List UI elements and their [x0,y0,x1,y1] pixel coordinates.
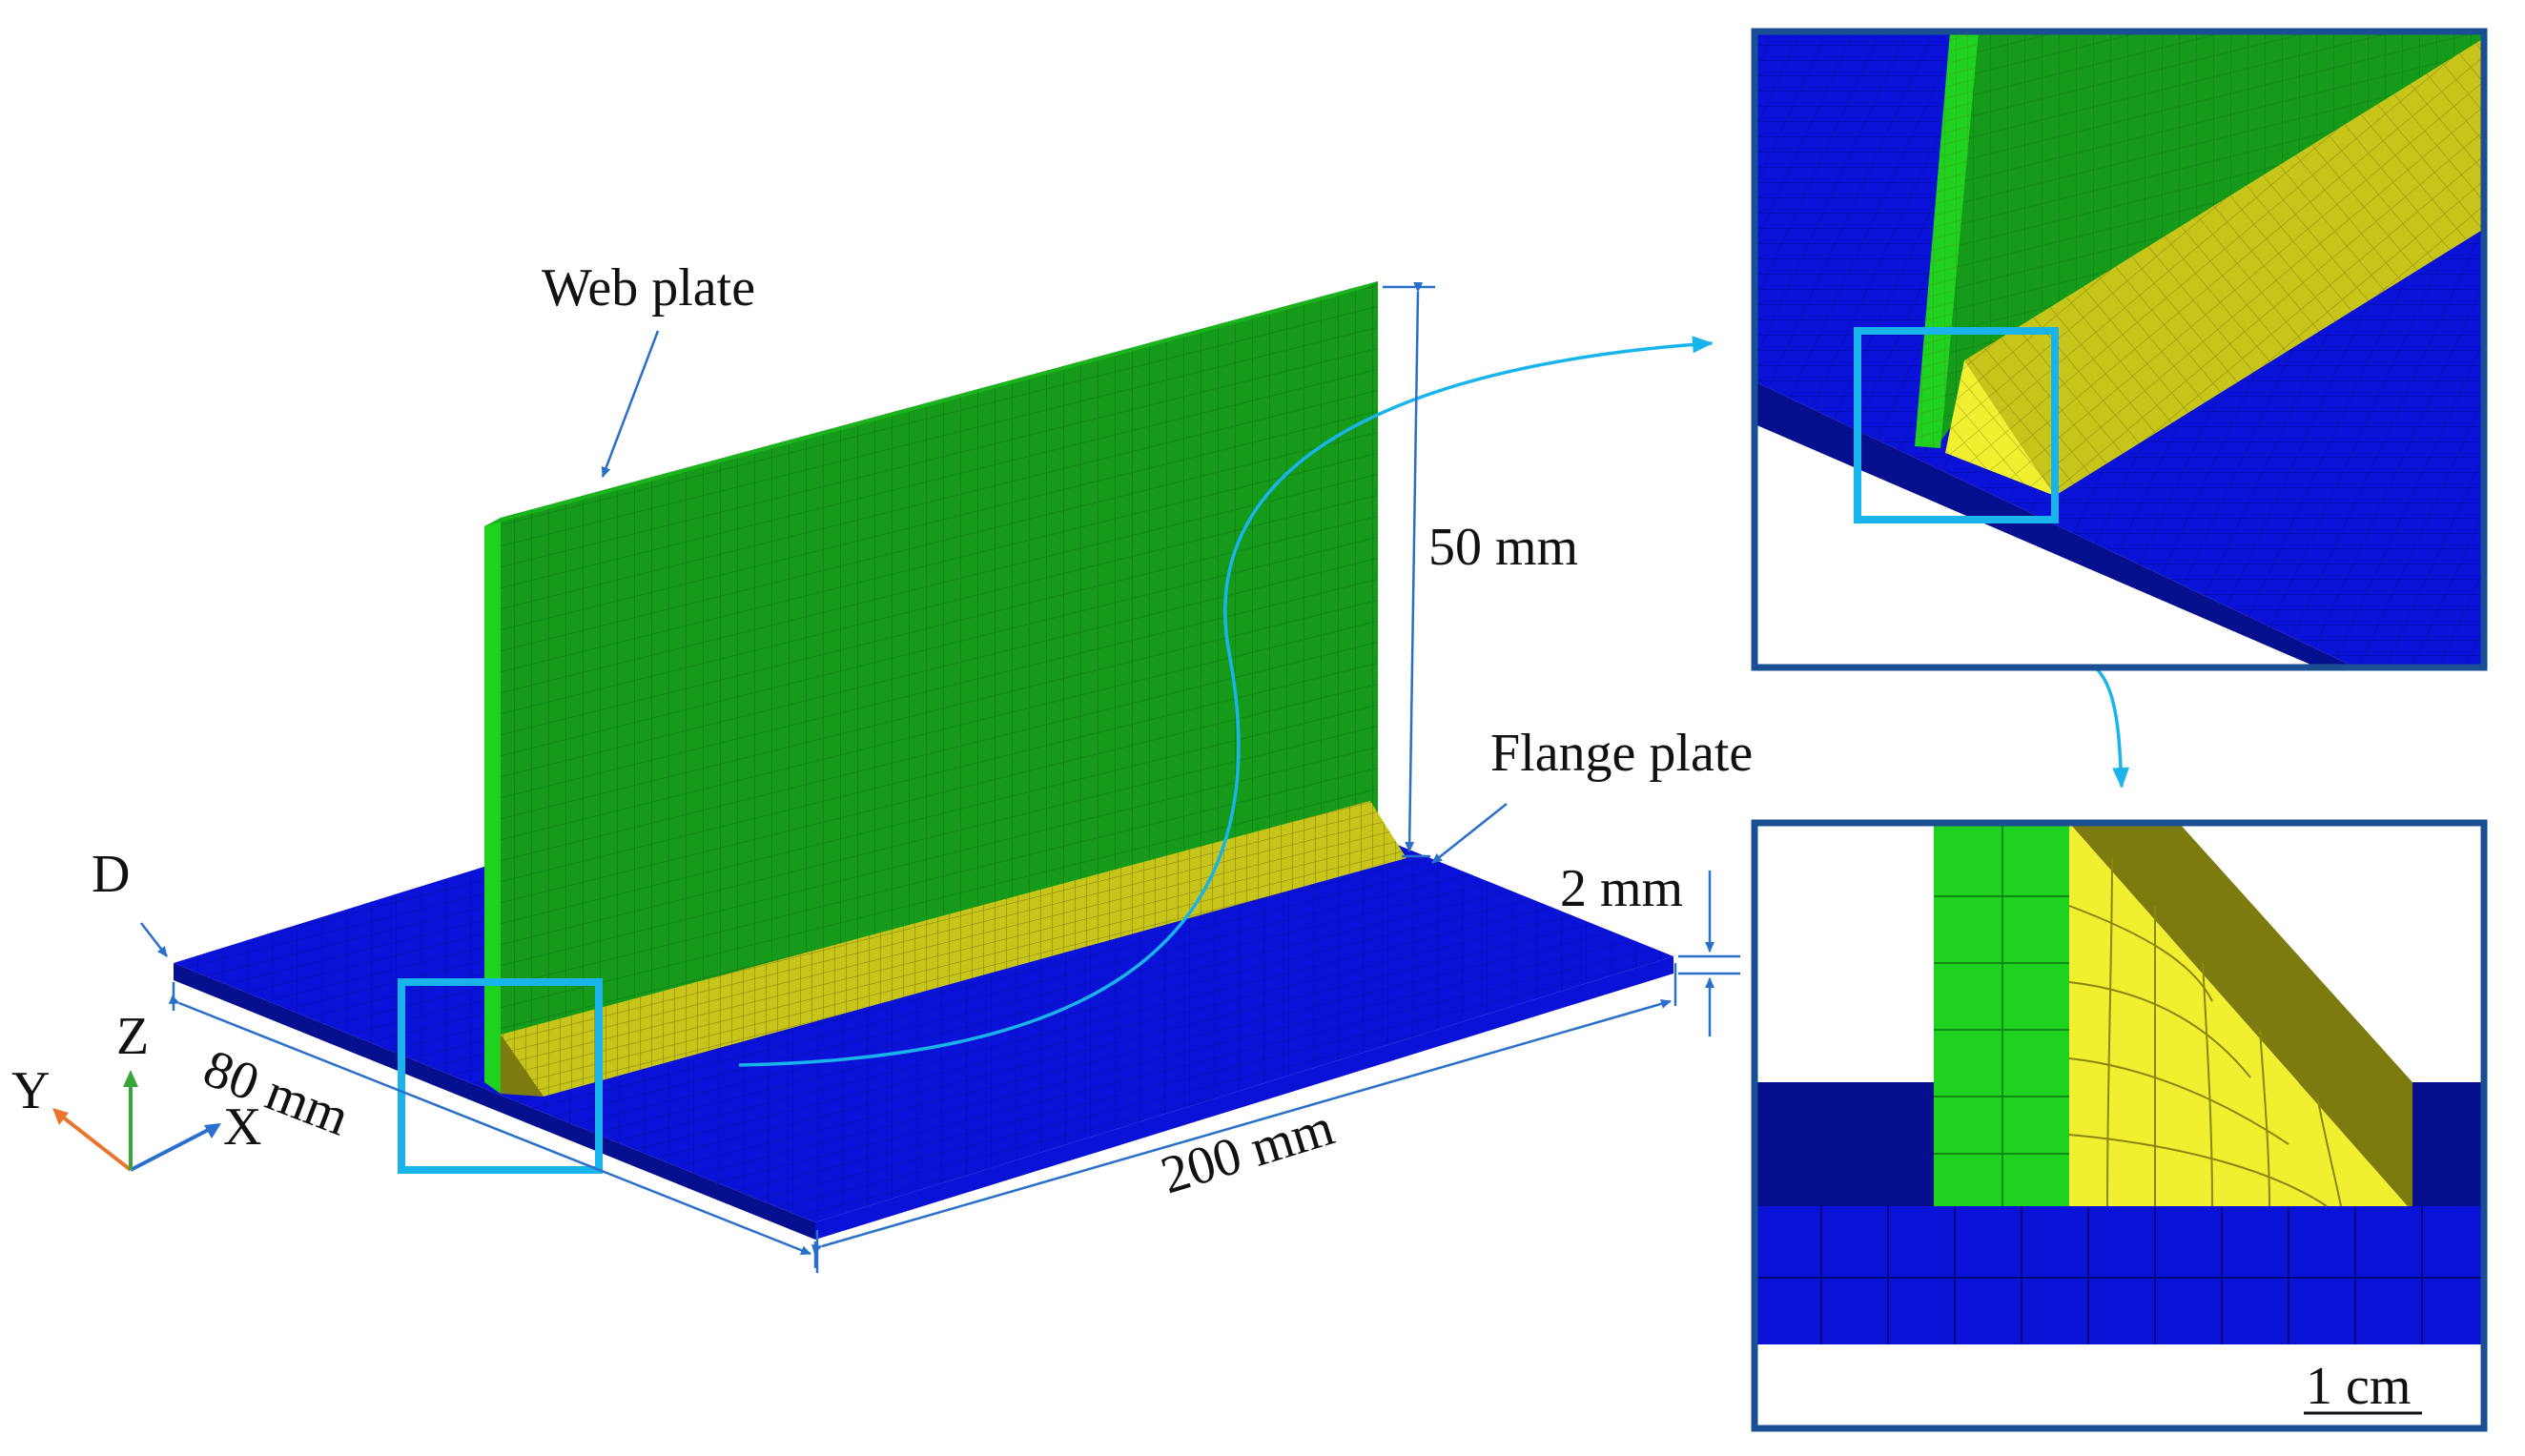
height-label: 50 mm [1428,518,1578,577]
y-axis-label: Y [11,1061,50,1120]
detail-panel-cross-section [1755,823,2484,1428]
x-axis-label: X [223,1097,261,1157]
axis-triad: X Y Z [11,1007,261,1172]
highlight-box-detail [1854,327,2059,523]
y-axis-arrow [55,1111,133,1172]
main-model [174,281,1673,1240]
web-plate-label: Web plate [542,258,755,318]
detail-panel-cross-section-border [1751,819,2488,1432]
point-d-label: D [92,845,130,904]
x-axis-arrow [130,1123,218,1172]
scale-bar-label: 1 cm [2306,1357,2411,1416]
detail-panel-zoom-border [1751,28,2488,671]
dimension-lines [140,281,1740,1273]
thickness-label: 2 mm [1560,859,1683,918]
width-label: 80 mm [195,1038,357,1147]
flange-plate-label: Flange plate [1490,724,1753,783]
z-axis-label: Z [116,1007,149,1066]
detail-panel-zoom [1755,31,2484,667]
